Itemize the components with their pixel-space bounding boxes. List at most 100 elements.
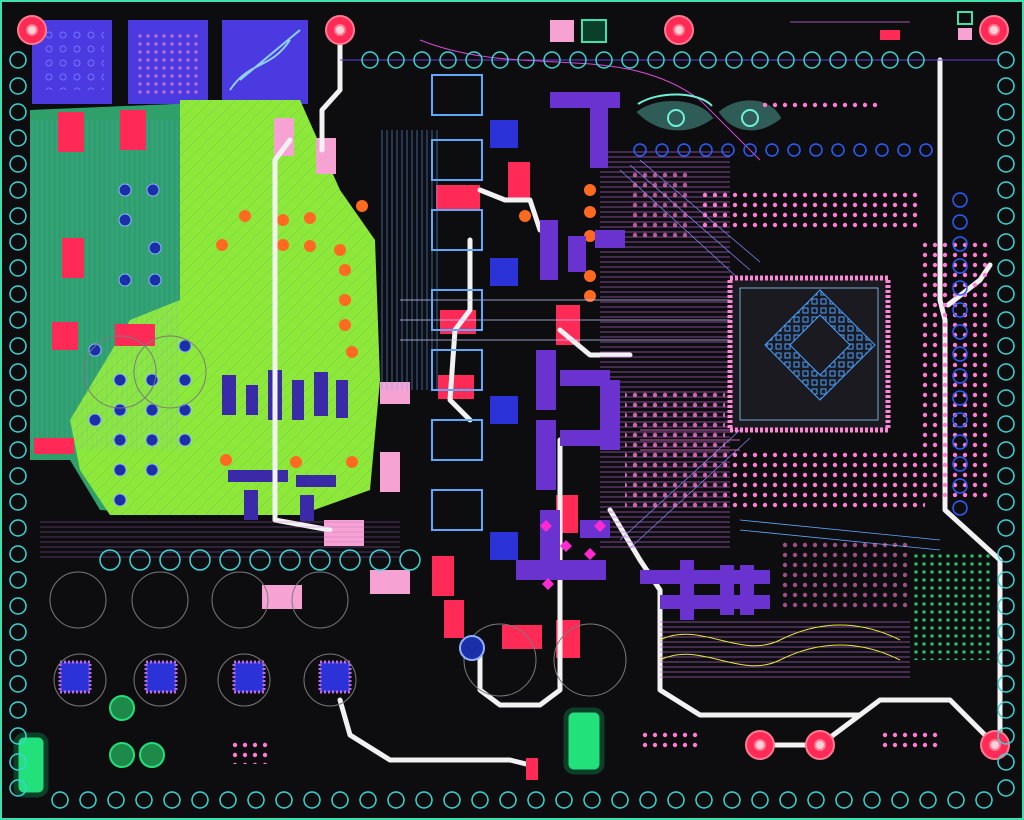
qfn-chips <box>58 660 352 694</box>
via-icon <box>595 51 613 69</box>
via-icon <box>639 791 657 809</box>
via-icon <box>807 791 825 809</box>
via-icon <box>249 549 271 571</box>
main-bga <box>727 275 891 433</box>
via-icon <box>9 389 27 407</box>
via-icon <box>952 324 968 340</box>
via-icon <box>997 597 1015 615</box>
via-icon <box>79 791 97 809</box>
via-icon <box>835 791 853 809</box>
via-icon <box>751 51 769 69</box>
via-icon <box>997 727 1015 745</box>
via-icon <box>751 791 769 809</box>
via-icon <box>997 285 1015 303</box>
via-icon <box>51 791 69 809</box>
via-icon <box>997 51 1015 69</box>
via-icon <box>777 51 795 69</box>
via-icon <box>219 791 237 809</box>
vias-blue <box>88 183 192 507</box>
via-icon <box>997 363 1015 381</box>
via-icon <box>997 181 1015 199</box>
via-icon <box>997 311 1015 329</box>
orange-pads <box>216 184 596 468</box>
resistor-arrays <box>228 620 940 764</box>
via-icon <box>831 143 845 157</box>
via-icon <box>952 214 968 230</box>
via-icon <box>9 103 27 121</box>
via-icon <box>527 791 545 809</box>
via-icon <box>219 549 241 571</box>
via-icon <box>723 791 741 809</box>
via-icon <box>743 143 757 157</box>
via-icon <box>853 143 867 157</box>
via-icon <box>517 51 535 69</box>
via-ring-bottom <box>459 635 538 780</box>
via-icon <box>952 456 968 472</box>
via-icon <box>555 791 573 809</box>
via-icon <box>997 701 1015 719</box>
silk-circle-outlines <box>49 335 627 707</box>
via-icon <box>9 181 27 199</box>
bga-breakout-fields <box>625 170 990 660</box>
via-icon <box>9 51 27 69</box>
via-icon <box>9 571 27 589</box>
via-icon <box>997 103 1015 121</box>
via-icon <box>997 129 1015 147</box>
via-icon <box>673 51 691 69</box>
via-icon <box>725 51 743 69</box>
via-icon <box>952 412 968 428</box>
via-icon <box>9 233 27 251</box>
via-icon <box>9 519 27 537</box>
via-icon <box>9 259 27 277</box>
via-icon <box>633 143 647 157</box>
via-icon <box>855 51 873 69</box>
via-icon <box>9 467 27 485</box>
top-right-components <box>550 11 973 112</box>
via-icon <box>997 493 1015 511</box>
via-icon <box>9 363 27 381</box>
via-icon <box>881 51 899 69</box>
via-icon <box>9 493 27 511</box>
via-icon <box>443 791 461 809</box>
mounting-hole-icon <box>17 15 47 45</box>
via-icon <box>279 549 301 571</box>
via-icon <box>135 791 153 809</box>
mounting-hole-icon <box>980 730 1010 760</box>
ic-column-middle <box>431 74 518 560</box>
via-icon <box>189 549 211 571</box>
via-icon <box>952 390 968 406</box>
via-icon <box>499 791 517 809</box>
via-icon <box>803 51 821 69</box>
via-icon <box>919 791 937 809</box>
via-icon <box>655 143 669 157</box>
via-icon <box>997 649 1015 667</box>
edge-vias <box>9 51 1015 809</box>
via-icon <box>331 791 349 809</box>
via-icon <box>9 207 27 225</box>
via-icon <box>975 791 993 809</box>
via-icon <box>779 791 797 809</box>
via-icon <box>721 143 735 157</box>
mounting-hole-icon <box>664 15 694 45</box>
via-icon <box>829 51 847 69</box>
via-icon <box>952 236 968 252</box>
via-icon <box>997 571 1015 589</box>
via-icon <box>891 791 909 809</box>
via-icon <box>997 415 1015 433</box>
via-icon <box>997 389 1015 407</box>
via-icon <box>9 649 27 667</box>
via-icon <box>647 51 665 69</box>
via-icon <box>99 549 121 571</box>
via-icon <box>309 549 331 571</box>
via-icon <box>129 549 151 571</box>
via-icon <box>997 233 1015 251</box>
via-icon <box>952 258 968 274</box>
via-icon <box>667 791 685 809</box>
via-icon <box>952 192 968 208</box>
via-icon <box>997 779 1015 797</box>
mounting-hole-icon <box>979 15 1009 45</box>
via-icon <box>399 549 421 571</box>
via-icon <box>9 597 27 615</box>
via-icon <box>997 753 1015 771</box>
mounting-hole-icon <box>325 15 355 45</box>
